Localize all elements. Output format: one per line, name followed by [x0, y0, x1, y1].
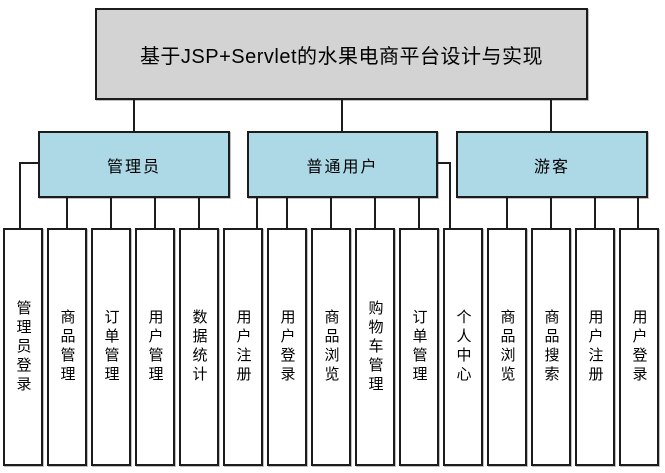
leaf-product-search: 商品搜索: [531, 228, 571, 466]
leaf-user-register-guest: 用户注册: [575, 228, 615, 466]
connector-title-admin: [133, 100, 135, 132]
leaf-order-management-label: 订单管理: [102, 309, 120, 385]
leaf-personal-center-label: 个人中心: [454, 309, 472, 385]
leaf-order-management-user: 订单管理: [399, 228, 439, 466]
connector-admin-leaf: [198, 198, 200, 228]
connector-user-right-vertical: [449, 162, 451, 228]
leaf-cart-management-label: 购物车管理: [366, 299, 384, 395]
title-box: 基于JSP+Servlet的水果电商平台设计与实现: [95, 8, 588, 100]
connector-guest-leaf: [637, 198, 639, 228]
connector-title-user: [341, 100, 343, 132]
connector-user-leaf: [286, 198, 288, 228]
connector-user-leaf: [256, 198, 258, 228]
leaf-user-register-guest-label: 用户注册: [586, 309, 604, 385]
connector-guest-leaf: [506, 198, 508, 228]
connector-title-guest: [550, 100, 552, 132]
leaf-user-login: 用户登录: [267, 228, 307, 466]
leaf-product-search-label: 商品搜索: [542, 309, 560, 385]
leaf-admin-login: 管理员登录: [3, 228, 43, 466]
leaf-user-management: 用户管理: [135, 228, 175, 466]
group-guest-label: 游客: [533, 158, 570, 176]
connector-admin-leaf: [110, 198, 112, 228]
connector-user-leaf: [330, 198, 332, 228]
connector-admin-leaf: [154, 198, 156, 228]
title-text: 基于JSP+Servlet的水果电商平台设计与实现: [139, 45, 544, 68]
leaf-data-statistics-label: 数据统计: [190, 309, 208, 385]
connector-admin-left-horizontal: [19, 162, 38, 164]
leaf-user-register: 用户注册: [223, 228, 263, 466]
leaf-user-register-label: 用户注册: [234, 309, 252, 385]
connector-user-right-horizontal: [436, 162, 451, 164]
leaf-admin-login-label: 管理员登录: [14, 299, 32, 395]
connector-user-leaf: [374, 198, 376, 228]
leaf-personal-center: 个人中心: [443, 228, 483, 466]
group-box-user: 普通用户: [247, 131, 438, 198]
group-box-guest: 游客: [456, 131, 648, 198]
group-admin-label: 管理员: [106, 158, 161, 176]
leaf-order-management-user-label: 订单管理: [410, 309, 428, 385]
leaf-product-management: 商品管理: [47, 228, 87, 466]
group-box-admin: 管理员: [38, 131, 230, 198]
connector-guest-leaf: [550, 198, 552, 228]
connector-user-leaf: [418, 198, 420, 228]
connector-admin-leaf: [66, 198, 68, 228]
leaf-user-login-guest-label: 用户登录: [630, 309, 648, 385]
connector-guest-leaf: [594, 198, 596, 228]
leaf-order-management: 订单管理: [91, 228, 131, 466]
leaf-user-login-label: 用户登录: [278, 309, 296, 385]
leaf-data-statistics: 数据统计: [179, 228, 219, 466]
leaf-product-browse: 商品浏览: [311, 228, 351, 466]
leaf-cart-management: 购物车管理: [355, 228, 395, 466]
leaf-product-browse-guest-label: 商品浏览: [498, 309, 516, 385]
leaf-user-management-label: 用户管理: [146, 309, 164, 385]
leaf-user-login-guest: 用户登录: [619, 228, 659, 466]
leaf-product-browse-guest: 商品浏览: [487, 228, 527, 466]
leaf-product-management-label: 商品管理: [58, 309, 76, 385]
leaf-product-browse-label: 商品浏览: [322, 309, 340, 385]
connector-admin-left-vertical: [19, 162, 21, 228]
group-user-label: 普通用户: [306, 158, 379, 176]
